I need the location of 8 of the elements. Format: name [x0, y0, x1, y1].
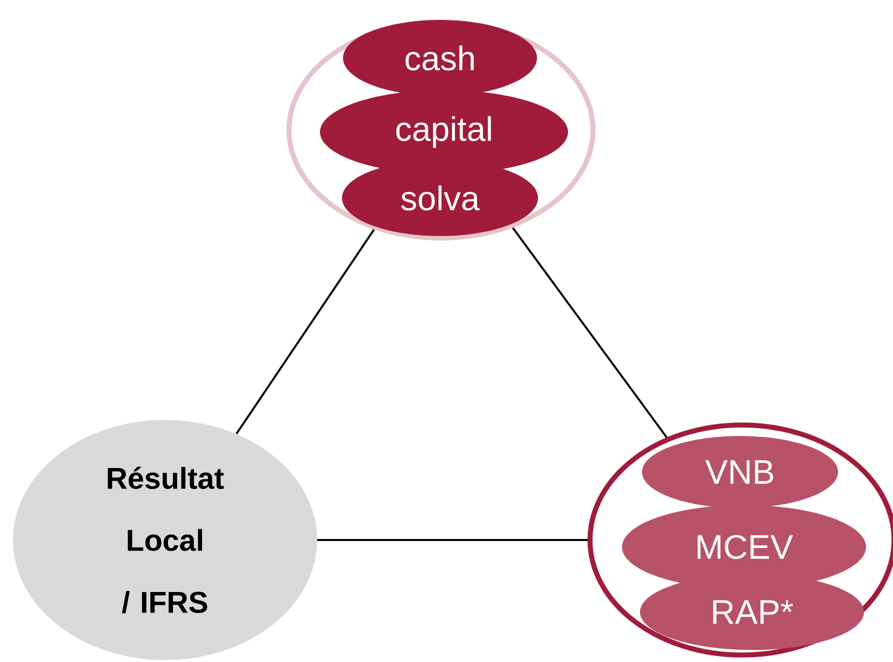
- node-label: MCEV: [698, 534, 793, 560]
- connector-line: [512, 227, 668, 438]
- node-label: capital: [396, 116, 491, 148]
- group-ellipse: [286, 20, 596, 240]
- connector-line: [317, 539, 588, 541]
- node-label: solva: [401, 186, 480, 210]
- node-label: RAP*: [713, 600, 794, 624]
- connector-line: [236, 229, 375, 434]
